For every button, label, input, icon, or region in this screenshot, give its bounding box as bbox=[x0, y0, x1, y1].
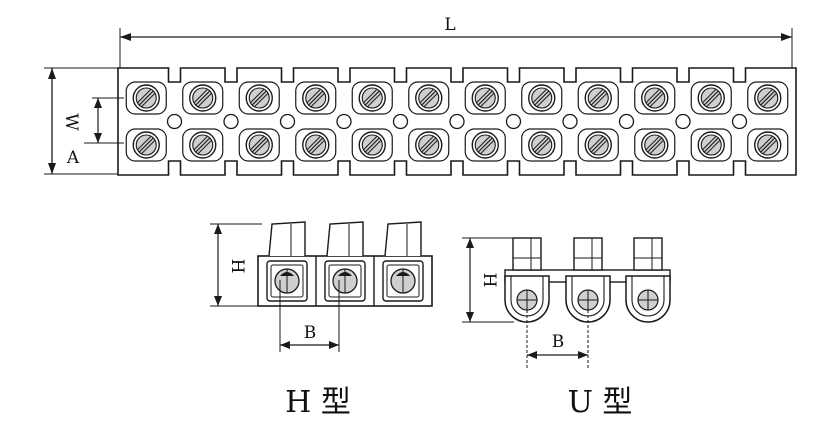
dimension-length: L bbox=[119, 15, 793, 68]
screw-icon bbox=[754, 84, 782, 112]
strip-pocket-bottom bbox=[182, 128, 224, 162]
h-tower bbox=[384, 221, 422, 257]
screw-icon bbox=[358, 84, 386, 112]
caption-u-type: U 型 bbox=[568, 385, 633, 420]
strip-pocket-top bbox=[238, 81, 280, 115]
strip-pocket-bottom bbox=[125, 128, 167, 162]
screw-icon bbox=[415, 84, 443, 112]
screw-icon bbox=[754, 131, 782, 159]
screw-icon bbox=[358, 131, 386, 159]
strip-pocket-top bbox=[182, 81, 224, 115]
h-type-pitch-dimension: B bbox=[279, 280, 340, 352]
screw-icon bbox=[132, 131, 160, 159]
mounting-hole-icon bbox=[166, 113, 183, 130]
label-h-pitch: B bbox=[304, 323, 317, 343]
strip-pocket-top bbox=[125, 81, 167, 115]
h-type-height-dimension: H bbox=[210, 223, 262, 307]
screw-icon bbox=[471, 131, 499, 159]
caption-h-type: H 型 bbox=[285, 385, 351, 420]
label-offset: A bbox=[66, 148, 80, 168]
h-type-terminal bbox=[257, 221, 433, 307]
strip-pocket-bottom bbox=[464, 128, 506, 162]
screw-icon bbox=[697, 131, 725, 159]
u-type-terminal bbox=[504, 237, 671, 323]
label-width: W bbox=[61, 113, 81, 131]
label-u-height: H bbox=[479, 273, 499, 288]
mounting-hole-icon bbox=[731, 113, 748, 130]
strip-pocket-bottom bbox=[747, 128, 789, 162]
terminal-strip-top-view bbox=[117, 67, 797, 176]
strip-pocket-top bbox=[690, 81, 732, 115]
strip-pocket-bottom bbox=[634, 128, 676, 162]
strip-pocket-bottom bbox=[408, 128, 450, 162]
mounting-hole-icon bbox=[223, 113, 239, 130]
screw-icon bbox=[245, 131, 273, 159]
screw-icon bbox=[528, 131, 556, 159]
h-tower bbox=[326, 221, 364, 257]
screw-icon bbox=[189, 84, 217, 112]
mounting-hole-icon bbox=[279, 113, 296, 130]
strip-pocket-bottom bbox=[351, 128, 393, 162]
screw-icon bbox=[245, 84, 273, 112]
label-length: L bbox=[444, 15, 455, 35]
screw-icon bbox=[132, 84, 160, 112]
screw-icon bbox=[471, 84, 499, 112]
strip-pocket-bottom bbox=[690, 128, 732, 162]
label-u-pitch: B bbox=[552, 332, 565, 352]
u-tube bbox=[512, 237, 542, 271]
mounting-hole-icon bbox=[449, 113, 465, 130]
screw-icon bbox=[697, 84, 725, 112]
strip-pocket-top bbox=[577, 81, 619, 115]
strip-pocket-bottom bbox=[577, 128, 619, 162]
strip-pocket-top bbox=[521, 81, 563, 115]
screw-icon bbox=[641, 131, 669, 159]
strip-pocket-top bbox=[408, 81, 450, 115]
screw-icon bbox=[302, 84, 330, 112]
screw-icon bbox=[584, 84, 612, 112]
strip-pocket-top bbox=[464, 81, 506, 115]
screw-icon bbox=[189, 131, 217, 159]
mounting-hole-icon bbox=[675, 113, 691, 130]
u-type-height-dimension: H bbox=[462, 237, 514, 323]
mounting-hole-icon bbox=[336, 113, 352, 130]
screw-icon bbox=[415, 131, 443, 159]
strip-pocket-top bbox=[634, 81, 676, 115]
mounting-hole-icon bbox=[392, 113, 409, 130]
strip-pocket-bottom bbox=[521, 128, 563, 162]
mounting-hole-icon bbox=[505, 113, 522, 130]
strip-pocket-top bbox=[747, 81, 789, 115]
u-tube bbox=[573, 237, 603, 271]
mounting-hole-icon bbox=[618, 113, 635, 130]
screw-icon bbox=[584, 131, 612, 159]
dimension-offset: A bbox=[66, 97, 124, 168]
screw-icon bbox=[641, 84, 669, 112]
strip-pocket-top bbox=[351, 81, 393, 115]
u-tube bbox=[633, 237, 663, 271]
u-type-pitch-dimension: B bbox=[526, 300, 589, 368]
dimension-width: W bbox=[44, 67, 118, 175]
strip-pocket-bottom bbox=[295, 128, 337, 162]
label-h-height: H bbox=[227, 259, 247, 274]
screw-icon bbox=[528, 84, 556, 112]
strip-pocket-top bbox=[295, 81, 337, 115]
mounting-hole-icon bbox=[562, 113, 578, 130]
screw-icon bbox=[302, 131, 330, 159]
h-tower bbox=[268, 221, 306, 257]
strip-pocket-bottom bbox=[238, 128, 280, 162]
